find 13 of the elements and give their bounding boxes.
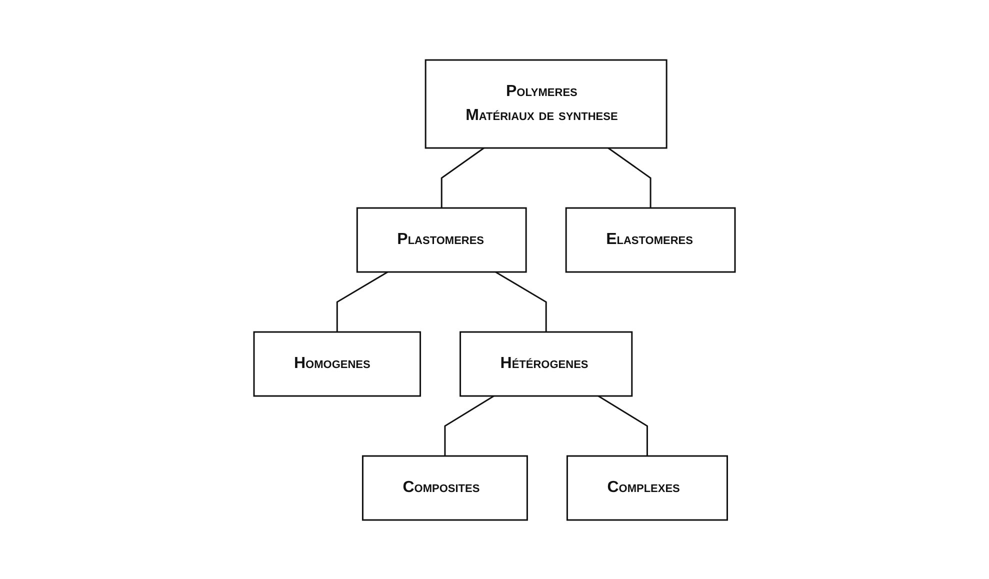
connector bbox=[444, 394, 494, 456]
node-box: Polymeres Matériaux de synthese bbox=[424, 58, 668, 148]
connector bbox=[440, 146, 484, 208]
node-box: Plastomeres bbox=[356, 206, 527, 272]
node-box: Elastomeres bbox=[565, 206, 736, 272]
connector bbox=[495, 270, 547, 332]
connector bbox=[608, 146, 652, 208]
connector bbox=[336, 270, 388, 332]
node-box: Hétérogenes bbox=[460, 330, 633, 396]
node-box: Homogenes bbox=[253, 330, 422, 396]
node-box: Composites bbox=[362, 454, 528, 520]
connector bbox=[598, 394, 648, 456]
node-box: Complexes bbox=[566, 454, 728, 520]
